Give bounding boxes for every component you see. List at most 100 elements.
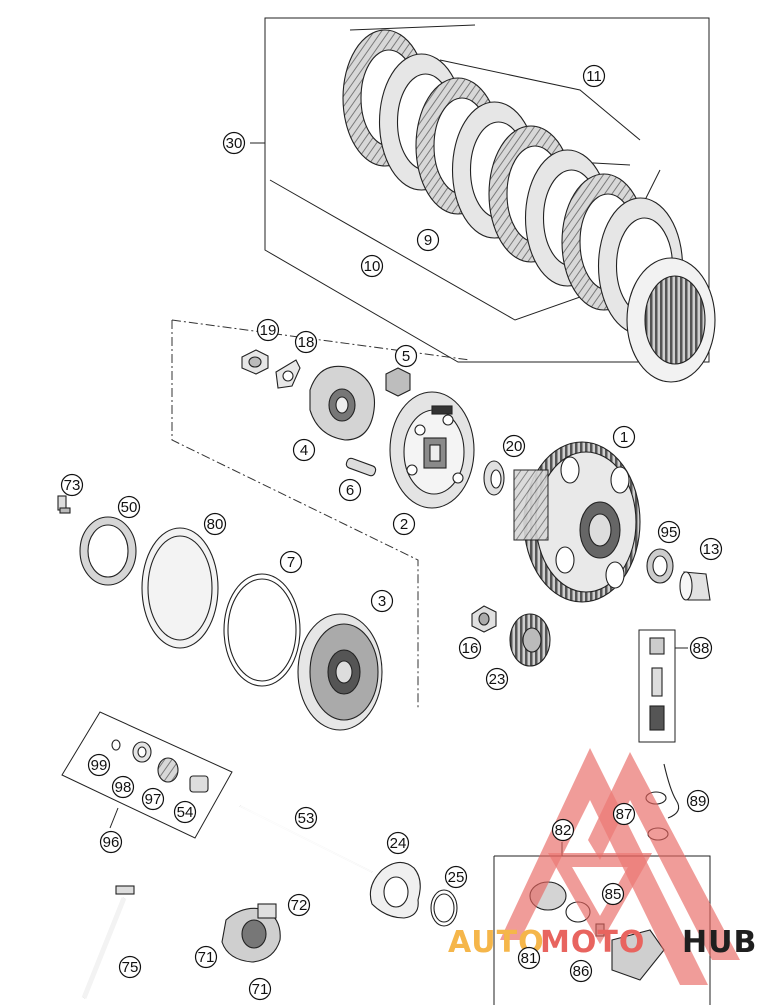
callout-circle — [699, 537, 723, 561]
sleeve-part — [679, 571, 711, 601]
callout-label: 7 — [287, 554, 295, 571]
gear-nut-part — [471, 605, 497, 633]
callout-86: 86 — [569, 959, 593, 983]
callout-circle — [360, 254, 384, 278]
lock-washer-part — [275, 359, 301, 389]
callout-circle — [294, 806, 318, 830]
steel-plate-teeth — [644, 275, 706, 365]
watermark-hub: HUB — [682, 925, 757, 960]
callout-circle — [60, 473, 84, 497]
callout-label: 2 — [400, 516, 408, 533]
callout-circle — [287, 893, 311, 917]
callout-95: 95 — [657, 520, 681, 544]
callout-circle — [612, 425, 636, 449]
callout-circle — [222, 131, 246, 155]
callout-circle — [141, 787, 165, 811]
callout-5: 5 — [394, 344, 418, 368]
callout-label: 9 — [424, 232, 432, 249]
callout-53: 53 — [294, 806, 318, 830]
callout-label: 53 — [298, 810, 315, 827]
callout-circle — [485, 667, 509, 691]
callout-circle — [279, 550, 303, 574]
callout-label: 5 — [402, 348, 410, 365]
callout-label: 4 — [300, 442, 308, 459]
o-ring-part — [430, 889, 458, 927]
callout-label: 54 — [177, 804, 194, 821]
callout-label: 24 — [390, 835, 407, 852]
callout-label: 18 — [298, 334, 315, 351]
callout-label: 82 — [555, 822, 572, 839]
callout-circle — [370, 589, 394, 613]
callout-13: 13 — [699, 537, 723, 561]
callout-50: 50 — [117, 495, 141, 519]
clutch-plates — [269, 24, 716, 383]
callout-circle — [386, 831, 410, 855]
callout-circle — [87, 753, 111, 777]
thrust-washer-part — [483, 460, 505, 496]
callout-circle — [444, 865, 468, 889]
callout-layer: 3011910191854622017350807395131623889998… — [60, 64, 723, 1001]
callout-circle — [111, 775, 135, 799]
callout-54: 54 — [173, 800, 197, 824]
callout-circle — [194, 945, 218, 969]
callout-23: 23 — [485, 667, 509, 691]
fitting-set-frame — [638, 629, 688, 743]
release-bearing-kit-frame — [61, 711, 233, 839]
callout-30: 30 — [222, 131, 246, 155]
callout-circle — [248, 977, 272, 1001]
nut-part — [241, 349, 269, 375]
callout-label: 1 — [620, 429, 628, 446]
callout-2: 2 — [392, 512, 416, 536]
damper-part — [385, 367, 411, 397]
callout-18: 18 — [294, 330, 318, 354]
clutch-pack-frame — [250, 17, 710, 363]
callout-label: 23 — [489, 671, 506, 688]
callout-circle — [502, 434, 526, 458]
callout-label: 6 — [346, 482, 354, 499]
callout-99: 99 — [87, 753, 111, 777]
disc-spring-part — [79, 516, 137, 586]
callout-label: 81 — [521, 950, 538, 967]
callout-97: 97 — [141, 787, 165, 811]
cover-disc-part — [141, 527, 219, 649]
callout-73: 73 — [60, 473, 84, 497]
callout-89: 89 — [686, 789, 710, 813]
callout-25: 25 — [444, 865, 468, 889]
wire-ring-part — [223, 573, 301, 687]
callout-label: 96 — [103, 834, 120, 851]
callout-label: 75 — [122, 959, 139, 976]
callout-7: 7 — [279, 550, 303, 574]
callout-88: 88 — [689, 636, 713, 660]
callout-label: 20 — [506, 438, 523, 455]
callout-circle — [294, 330, 318, 354]
callout-label: 86 — [573, 963, 590, 980]
primary-gear-part — [509, 613, 551, 667]
callout-label: 72 — [291, 897, 308, 914]
callout-10: 10 — [360, 254, 384, 278]
callout-circle — [173, 800, 197, 824]
callout-label: 13 — [703, 541, 720, 558]
callout-82: 82 — [551, 818, 575, 842]
callout-80: 80 — [203, 512, 227, 536]
callout-81: 81 — [517, 946, 541, 970]
callout-label: 25 — [448, 869, 465, 886]
pressure-plate-part — [389, 391, 475, 509]
callout-circle — [551, 818, 575, 842]
callout-87: 87 — [612, 802, 636, 826]
callout-circle — [394, 344, 418, 368]
callout-circle — [292, 438, 316, 462]
callout-label: 71 — [198, 949, 215, 966]
callout-19: 19 — [256, 318, 280, 342]
callout-circle — [117, 495, 141, 519]
callout-circle — [612, 802, 636, 826]
callout-circle — [601, 882, 625, 906]
watermark-moto: MOTO — [540, 925, 645, 960]
callout-label: 71 — [252, 981, 269, 998]
callout-label: 88 — [693, 640, 710, 657]
callout-72: 72 — [287, 893, 311, 917]
callout-85: 85 — [601, 882, 625, 906]
callout-label: 10 — [364, 258, 381, 275]
callout-circle — [569, 959, 593, 983]
